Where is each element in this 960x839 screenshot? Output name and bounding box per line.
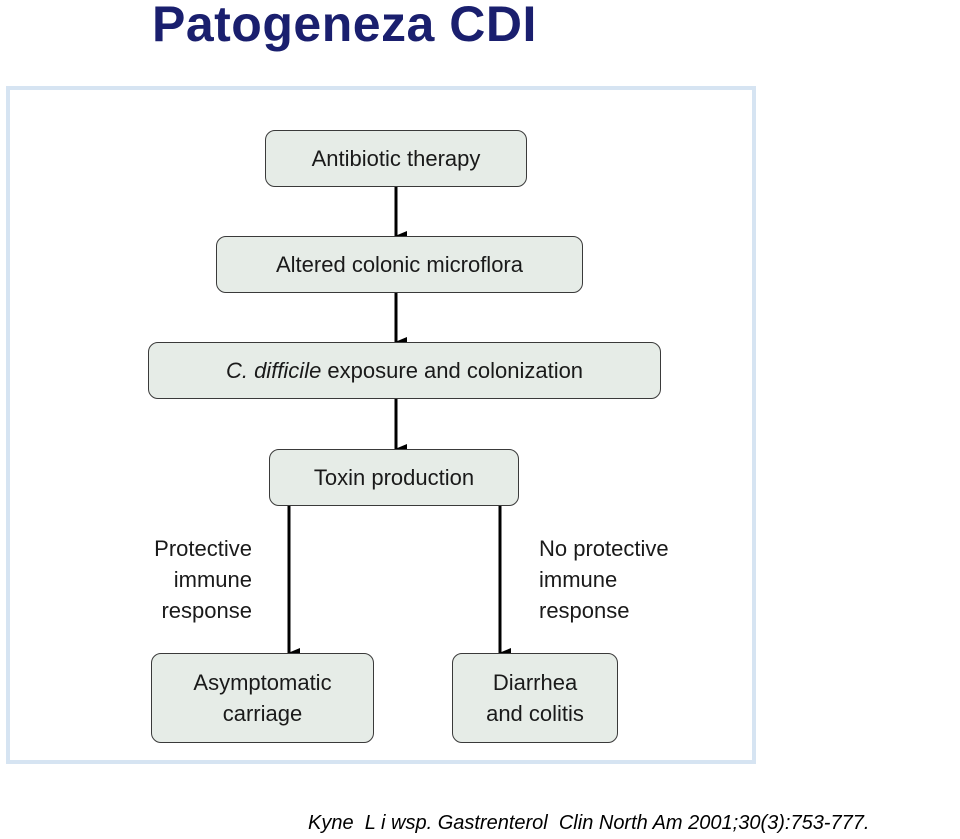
node-toxin-production-label: Toxin production (313, 465, 475, 490)
edge-label-no-protective: No protective immune response (539, 533, 709, 626)
citation: Kyne L i wsp. Gastrenterol Clin North Am… (308, 812, 870, 834)
edge-label-protective: Protective immune response (118, 533, 252, 626)
node-carriage-line-1: Asymptomatic (193, 670, 332, 695)
node-antibiotic-therapy-label: Antibiotic therapy (311, 146, 481, 171)
node-carriage-line-2: carriage (222, 701, 303, 726)
edge-label-no-protective-line-1: No protective (539, 536, 669, 561)
node-diarrhea-line-2: and colitis (486, 701, 584, 726)
node-altered-microflora: Altered colonic microflora (216, 236, 583, 293)
node-diarrhea-colitis: Diarrhea and colitis (452, 653, 618, 743)
node-diarrhea-line-1: Diarrhea (492, 670, 578, 695)
node-colonization: C. difficile exposure and colonization (148, 342, 661, 399)
node-toxin-production: Toxin production (269, 449, 519, 506)
diagram-frame (6, 86, 756, 764)
node-antibiotic-therapy: Antibiotic therapy (265, 130, 527, 187)
page-title: Patogeneza CDI (152, 0, 537, 52)
colonization-text: exposure and colonization (321, 358, 584, 383)
edge-label-protective-line-3: response (161, 598, 252, 623)
organism-name: C. difficile (225, 358, 322, 383)
edge-label-no-protective-line-2: immune (539, 567, 618, 592)
node-asymptomatic-carriage: Asymptomatic carriage (151, 653, 374, 743)
edge-label-protective-line-1: Protective (154, 536, 252, 561)
edge-label-protective-line-2: immune (173, 567, 252, 592)
node-altered-microflora-label: Altered colonic microflora (276, 252, 523, 277)
edge-label-no-protective-line-3: response (539, 598, 630, 623)
node-colonization-label: C. difficile exposure and colonization (226, 355, 583, 386)
